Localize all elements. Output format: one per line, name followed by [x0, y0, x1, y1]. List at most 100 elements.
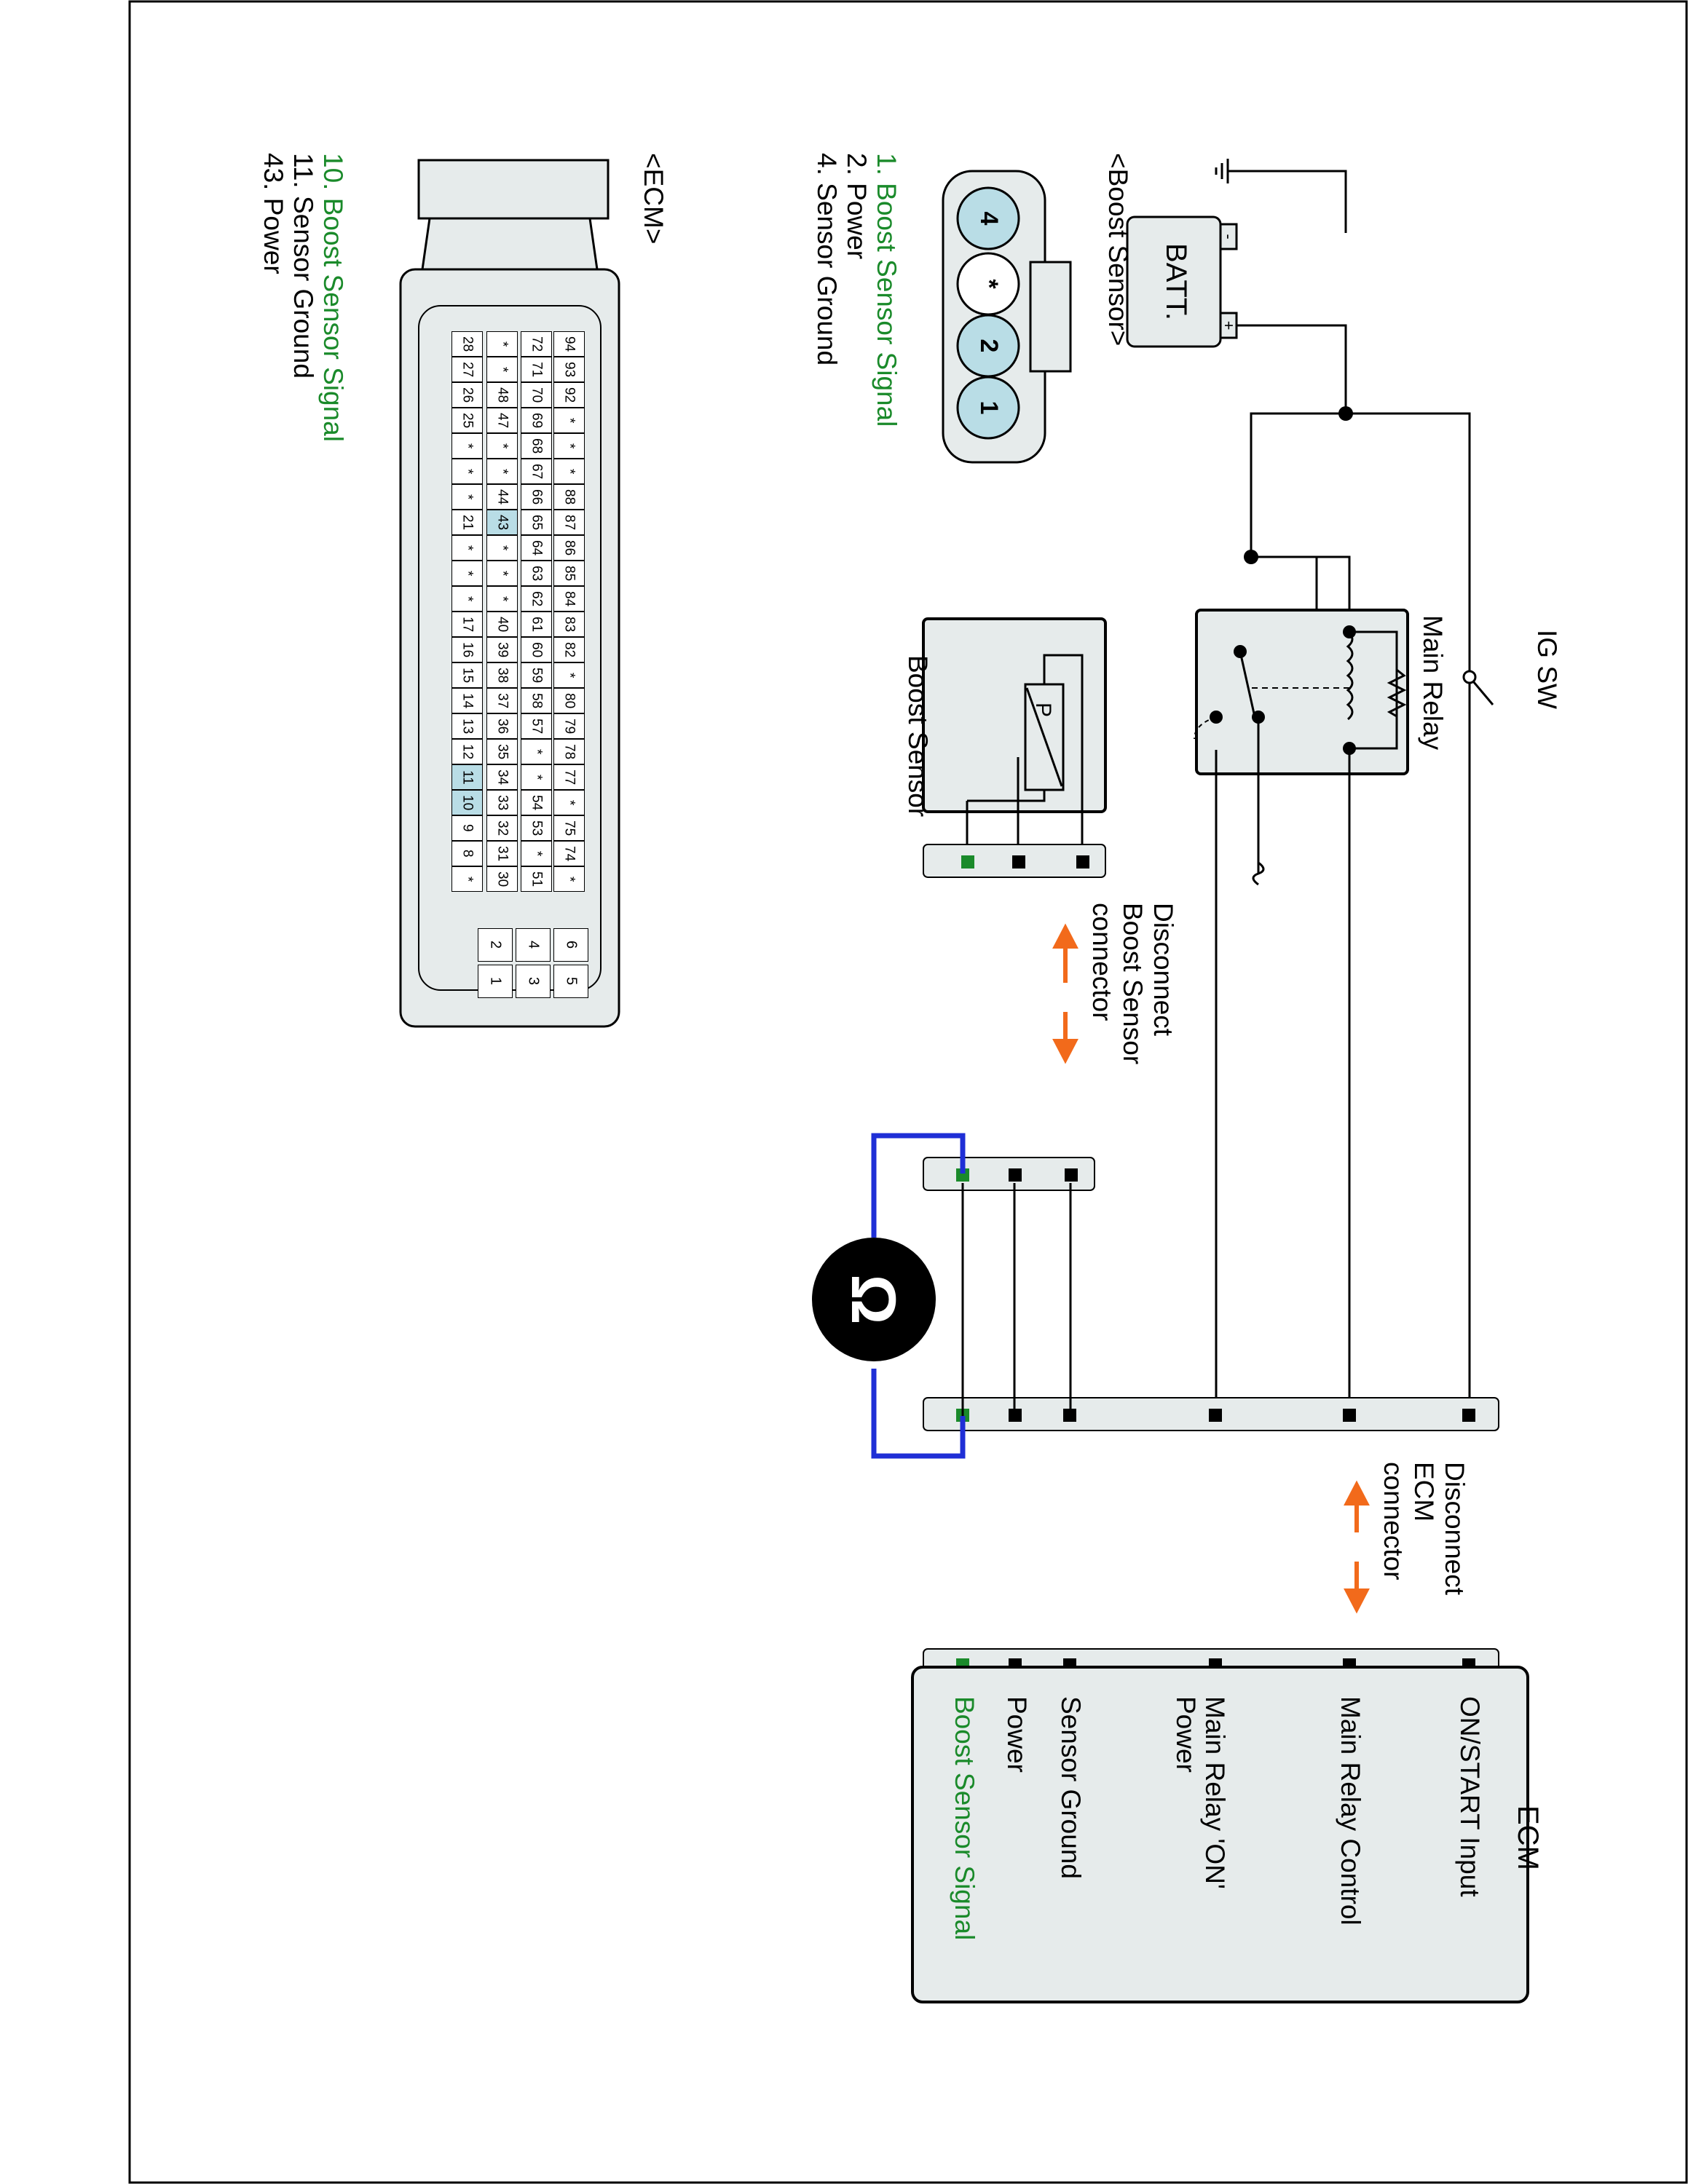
ecm-pin-cell: * [451, 484, 483, 510]
ecm-connector-title: <ECM> [639, 153, 669, 245]
battery: BATT. - + [1126, 215, 1238, 348]
ecm-pin-cell: 38 [486, 662, 518, 688]
ecm-pin-cell: 26 [451, 382, 483, 408]
ecm-pin-cell: * [486, 561, 518, 586]
ecm-pin-cell: 8 [451, 841, 483, 866]
ecm-power-pin-cell: 6 [553, 928, 588, 962]
ecm-power-pin-cell: 5 [553, 965, 588, 998]
ecm-pin-cell: * [553, 790, 585, 815]
ecm-pin-cell: * [553, 866, 585, 892]
ecm-pin-cell: 62 [521, 586, 552, 612]
ecm-pin-cell: 72 [521, 331, 552, 357]
pin-list-item: 10. Boost Sensor Signal [318, 153, 348, 442]
ecm-pin-cell: 65 [521, 510, 552, 535]
ecm-pin-cell: 94 [553, 331, 585, 357]
main-relay [1194, 609, 1409, 775]
ecm-power-pin-cell: 3 [516, 965, 551, 998]
boost-pin-number: 1 [975, 400, 1003, 415]
ecm-pin-cell: 59 [521, 662, 552, 688]
ecm-pin-cell: * [486, 357, 518, 382]
ecm-pin-cell: * [486, 433, 518, 459]
ecm-pin-cell: * [521, 841, 552, 866]
ecm-pin-cell: 35 [486, 739, 518, 764]
ecm-pin-cell: 74 [553, 841, 585, 866]
ecm-pin-cell: 13 [451, 713, 483, 739]
boost-pin-number: 2 [975, 339, 1003, 353]
ecm-pin-cell: 66 [521, 484, 552, 510]
ecm-pin-cell: 80 [553, 688, 585, 713]
ecm-pin-cell: 40 [486, 612, 518, 637]
battery-label: BATT. [1160, 243, 1192, 320]
ecm-pin-cell: 15 [451, 662, 483, 688]
ecm-pin-cell: 54 [521, 790, 552, 815]
ecm-pin-cell: 33 [486, 790, 518, 815]
ohm-symbol: Ω [838, 1275, 908, 1325]
disconnect-ecm-arrows [1344, 1480, 1370, 1614]
ecm-pin-cell: 27 [451, 357, 483, 382]
ecm-pin-cell: * [553, 408, 585, 433]
ecm-pin-cell: 93 [553, 357, 585, 382]
meter-side-connector-left [923, 1157, 1095, 1191]
ecm-pin-cell: 75 [553, 815, 585, 841]
ecm-pin-cell: * [451, 535, 483, 561]
ecm-pin-cell: 61 [521, 612, 552, 637]
disconnect-boost-arrows [1052, 923, 1078, 1064]
ecm-pin-cell: 16 [451, 637, 483, 662]
ecm-pin-cell: 21 [451, 510, 483, 535]
boost-connector-face [942, 170, 1072, 464]
ecm-pin-cell: 78 [553, 739, 585, 764]
ecm-pin-cell: 44 [486, 484, 518, 510]
ecm-pin-cell: 34 [486, 764, 518, 790]
ecm-pin-cell: 86 [553, 535, 585, 561]
pin-list-item: 2. Power [842, 153, 872, 260]
ecm-pin-cell: 79 [553, 713, 585, 739]
ecm-block [911, 1648, 1529, 2003]
ecm-pin-cell: 64 [521, 535, 552, 561]
ecm-pin-cell: 31 [486, 841, 518, 866]
ecm-pin-cell: 60 [521, 637, 552, 662]
ecm-pin-cell: 71 [521, 357, 552, 382]
ecm-pin-cell: 30 [486, 866, 518, 892]
ecm-pin-cell: 53 [521, 815, 552, 841]
ecm-pin-cell: 69 [521, 408, 552, 433]
ecm-pin-cell: 37 [486, 688, 518, 713]
ecm-pin-cell: 14 [451, 688, 483, 713]
ecm-pin-cell: 70 [521, 382, 552, 408]
ecm-pin-cell: 51 [521, 866, 552, 892]
ecm-pin-cell: * [451, 586, 483, 612]
ecm-power-pin-cell: 2 [478, 928, 513, 962]
ecm-pin-cell: 17 [451, 612, 483, 637]
ecm-pin-cell: 25 [451, 408, 483, 433]
boost-sensor-label: Boost Sensor [903, 655, 933, 817]
ecm-pin-cell: 63 [521, 561, 552, 586]
ecm-pin-cell: * [486, 331, 518, 357]
ecm-pin-cell: * [451, 459, 483, 484]
pin-list-item: 11. Sensor Ground [288, 153, 318, 379]
ecm-pin-cell: 87 [553, 510, 585, 535]
ecm-pin-cell: * [486, 586, 518, 612]
ecm-pin-cell: 39 [486, 637, 518, 662]
ecm-pin-cell: 77 [553, 764, 585, 790]
ecm-pin-cell: 83 [553, 612, 585, 637]
ecm-pin-cell: 82 [553, 637, 585, 662]
ecm-pin-cell: 36 [486, 713, 518, 739]
ecm-pin-cell: 92 [553, 382, 585, 408]
ecm-pin-cell: * [451, 866, 483, 892]
ig-switch [1462, 670, 1494, 705]
boost-pin-number: 4 [975, 211, 1003, 226]
ecm-pin-cell: 68 [521, 433, 552, 459]
ecm-pin-cell: * [553, 662, 585, 688]
ecm-pin-cell: 10 [451, 790, 483, 815]
ecm-pin-cell: * [451, 561, 483, 586]
boost-p-symbol: P [1031, 703, 1055, 717]
ecm-pin-cell: 28 [451, 331, 483, 357]
pin-list-item: 1. Boost Sensor Signal [872, 153, 902, 427]
ecm-pin-cell: * [486, 535, 518, 561]
ecm-pin-cell: * [521, 764, 552, 790]
boost-sensor: P Boost Sensor [903, 617, 1107, 844]
ecm-pin-cell: * [553, 433, 585, 459]
